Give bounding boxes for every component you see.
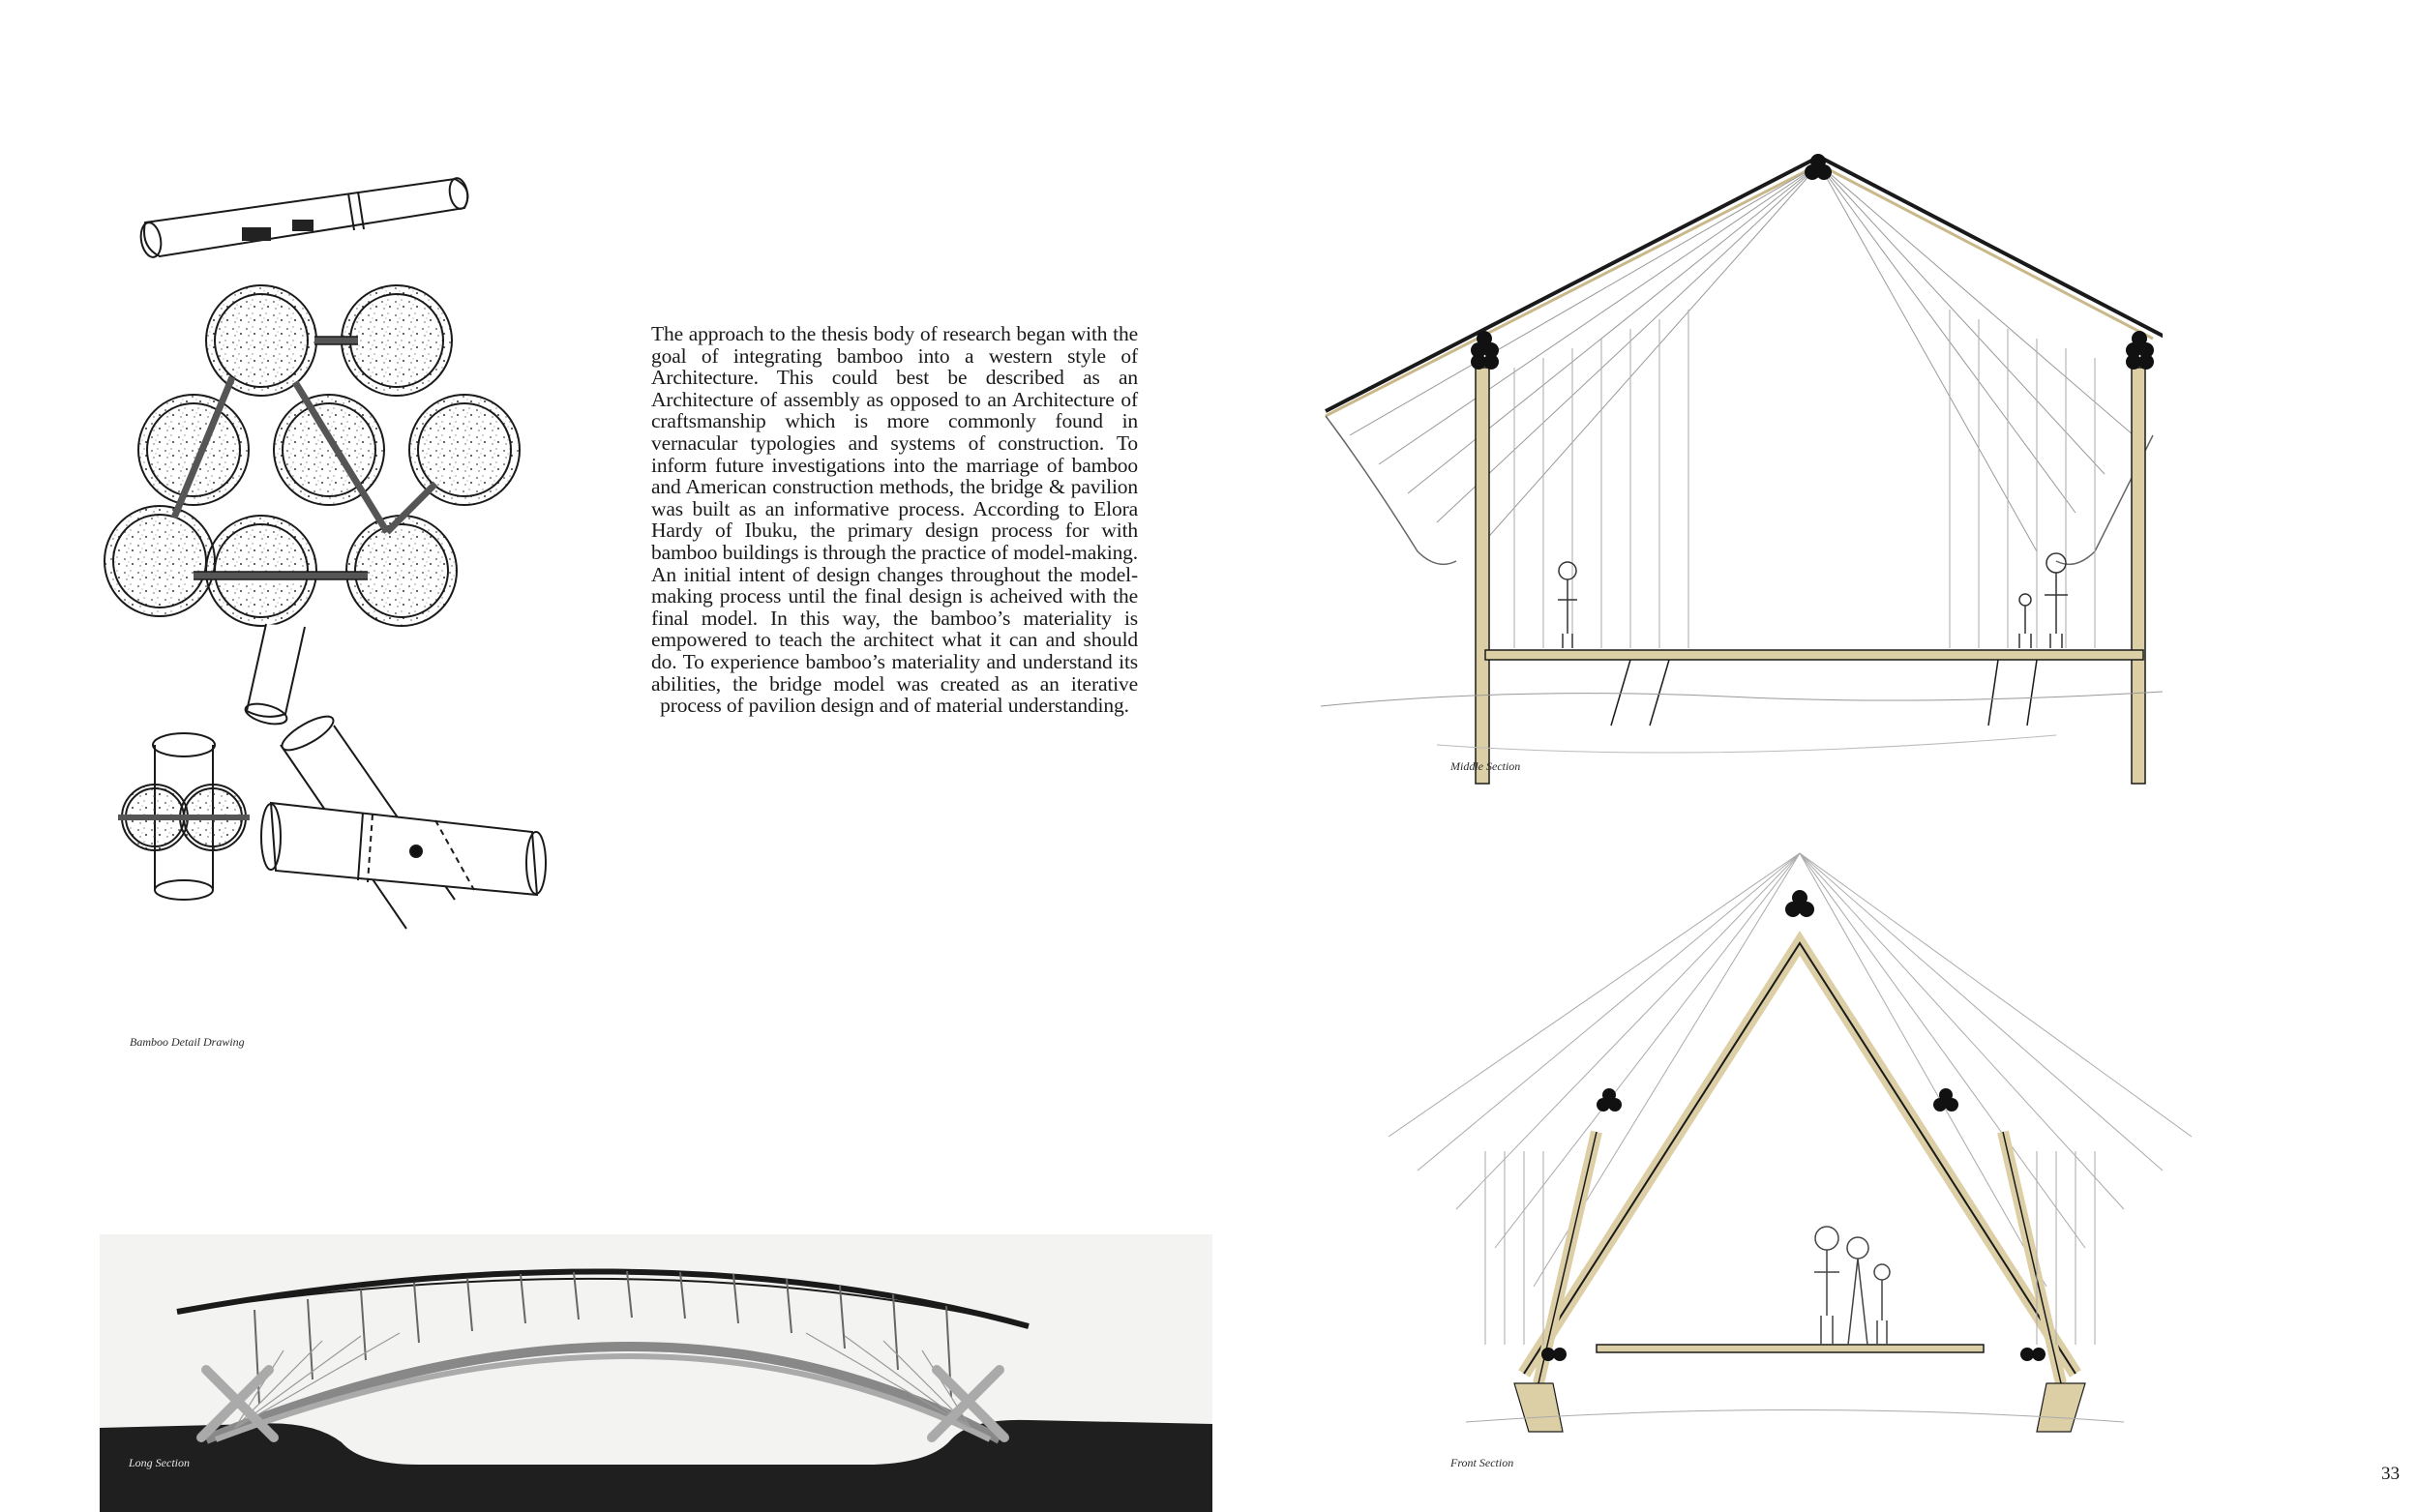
bamboo-detail-drawing bbox=[68, 135, 610, 1006]
body-text: The approach to the thesis body of resea… bbox=[651, 322, 1138, 718]
bamboo-detail-svg bbox=[104, 177, 547, 930]
long-section-drawing bbox=[100, 1234, 1212, 1512]
middle-section-drawing bbox=[1321, 145, 2163, 861]
front-section-drawing bbox=[1389, 842, 2192, 1461]
front-section-svg bbox=[1389, 852, 2192, 1433]
page-number: 33 bbox=[2381, 1464, 2400, 1484]
middle-section-caption: Middle Section bbox=[1450, 759, 1521, 773]
middle-section-svg bbox=[1321, 154, 2163, 785]
bamboo-detail-caption: Bamboo Detail Drawing bbox=[130, 1035, 245, 1049]
long-section-caption: Long Section bbox=[129, 1456, 190, 1469]
front-section-caption: Front Section bbox=[1450, 1456, 1514, 1469]
long-section-svg bbox=[100, 1268, 1212, 1512]
